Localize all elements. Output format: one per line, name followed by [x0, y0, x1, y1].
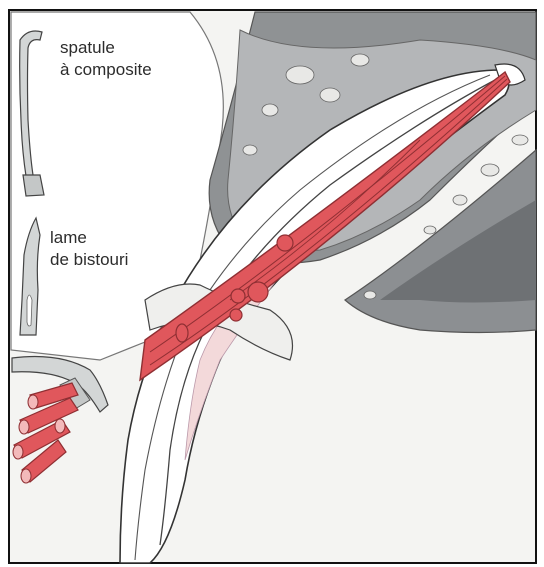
label-spatula-line1: spatule [60, 38, 115, 58]
label-blade-line1: lame [50, 228, 87, 248]
label-blade-line2: de bistouri [50, 250, 128, 270]
label-spatula-line2: à composite [60, 60, 152, 80]
